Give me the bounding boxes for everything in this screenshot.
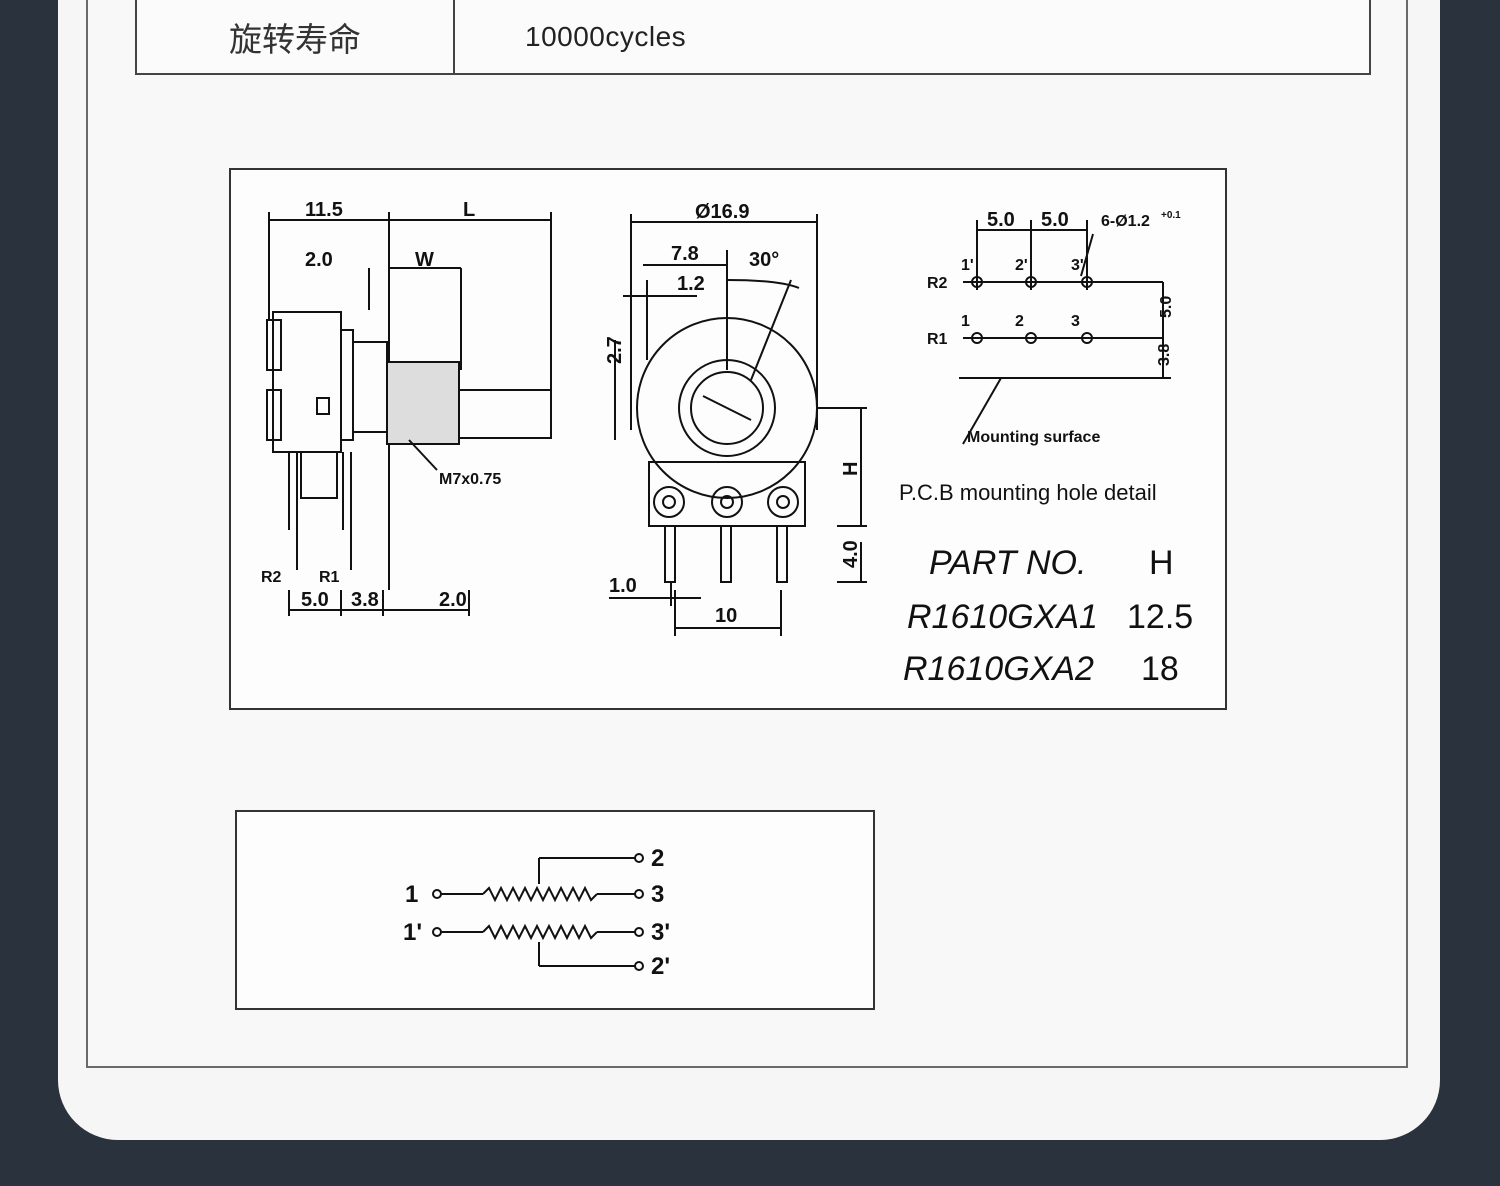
- dim-w: W: [415, 249, 434, 271]
- drawing-svg: 11.5 L 2.0 W M7x0.75 R2 R1 5.0 3.8 2.0 Ø…: [261, 199, 1193, 688]
- schematic-svg: 1 1' 2 3 3' 2': [403, 845, 670, 980]
- pcb-dim-5-0-b: 5.0: [1041, 209, 1069, 231]
- label-r1: R1: [319, 569, 340, 586]
- spec-value: 10000cycles: [525, 20, 687, 52]
- pcb-dim-right-5-0: 5.0: [1158, 296, 1175, 318]
- dim-diameter: Ø16.9: [695, 201, 749, 223]
- dim-l: L: [463, 199, 475, 221]
- terminal-1-prime: 1': [403, 919, 422, 946]
- mounting-surface-label: Mounting surface: [967, 429, 1100, 446]
- dim-2-0-bottom: 2.0: [439, 589, 467, 611]
- dim-2-7: 2.7: [604, 336, 626, 364]
- part-row-2: R1610GXA2: [903, 650, 1094, 688]
- pcb-tolerance: +0.1: [1161, 210, 1181, 221]
- dimension-drawing: 11.5 L 2.0 W M7x0.75 R2 R1 5.0 3.8 2.0 Ø…: [229, 168, 1227, 710]
- dim-10: 10: [715, 605, 737, 627]
- pcb-pin-2p: 2': [1015, 257, 1028, 274]
- terminal-2: 2: [651, 845, 664, 872]
- pcb-pin-1: 1: [961, 313, 970, 330]
- pcb-row-r2: R2: [927, 275, 948, 292]
- circuit-schematic: 1 1' 2 3 3' 2': [235, 810, 875, 1010]
- dim-thread: M7x0.75: [439, 471, 501, 488]
- h-row-1: 12.5: [1127, 598, 1193, 636]
- dim-2-0-top: 2.0: [305, 249, 333, 271]
- dim-1-0: 1.0: [609, 575, 637, 597]
- dim-3-8-bottom: 3.8: [351, 589, 379, 611]
- dim-4-0: 4.0: [840, 540, 862, 568]
- pcb-row-r1: R1: [927, 331, 948, 348]
- dim-1-2: 1.2: [677, 273, 705, 295]
- dim-h-front: H: [840, 462, 862, 476]
- pcb-pin-2: 2: [1015, 313, 1024, 330]
- dim-5-0-bottom: 5.0: [301, 589, 329, 611]
- spec-label: 旋转寿命: [137, 0, 455, 73]
- pcb-dim-5-0-a: 5.0: [987, 209, 1015, 231]
- terminal-3: 3: [651, 881, 664, 908]
- terminal-3-prime: 3': [651, 919, 670, 946]
- terminal-2-prime: 2': [651, 953, 670, 980]
- pcb-pin-1p: 1': [961, 257, 974, 274]
- part-row-1: R1610GXA1: [907, 598, 1098, 636]
- terminal-1: 1: [405, 881, 418, 908]
- part-header: PART NO.: [929, 544, 1086, 582]
- dim-11-5: 11.5: [305, 199, 343, 221]
- pcb-caption: P.C.B mounting hole detail: [899, 480, 1157, 505]
- h-header: H: [1149, 544, 1174, 582]
- dim-7-8: 7.8: [671, 243, 699, 265]
- h-row-2: 18: [1141, 650, 1179, 688]
- bottom-strip: [0, 1170, 1500, 1186]
- pcb-hole-dim: 6-Ø1.2: [1101, 213, 1150, 230]
- spec-table: 旋转寿命 10000cycles: [135, 0, 1371, 75]
- pcb-dim-right-3-8: 3.8: [1156, 344, 1173, 366]
- dim-30-deg: 30°: [749, 249, 779, 271]
- label-r2: R2: [261, 569, 282, 586]
- pcb-pin-3: 3: [1071, 313, 1080, 330]
- pcb-pin-3p: 3': [1071, 257, 1084, 274]
